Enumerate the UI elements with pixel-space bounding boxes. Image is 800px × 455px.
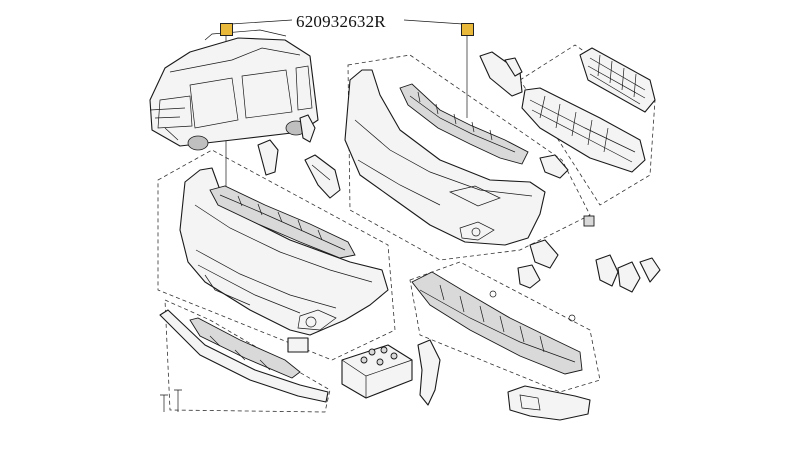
callout-marker-left[interactable] [220,23,233,36]
lower-absorber [411,271,583,375]
side-trim [417,339,441,406]
fog-lamp-bezel-left [304,154,341,199]
mount-brackets [595,254,661,293]
upper-grille [579,47,656,113]
clip-kit-box [341,344,413,399]
bumper-absorber-right [399,83,529,165]
vehicle-van [149,29,319,151]
lower-trim-strip [159,309,329,403]
side-bracket-top [479,51,523,97]
bumper-absorber-left [209,185,356,259]
small-plate [287,337,309,353]
corner-bracket [257,114,316,176]
part-number-label: 620932632R [296,12,386,31]
callout-marker-right[interactable] [461,23,474,36]
lower-grille [521,87,646,173]
exploded-view-outlines [157,44,656,413]
clips-right [517,154,595,289]
fog-lamp-bezel-right [507,385,591,421]
screws [160,290,576,412]
front-bumper-right [344,69,546,246]
